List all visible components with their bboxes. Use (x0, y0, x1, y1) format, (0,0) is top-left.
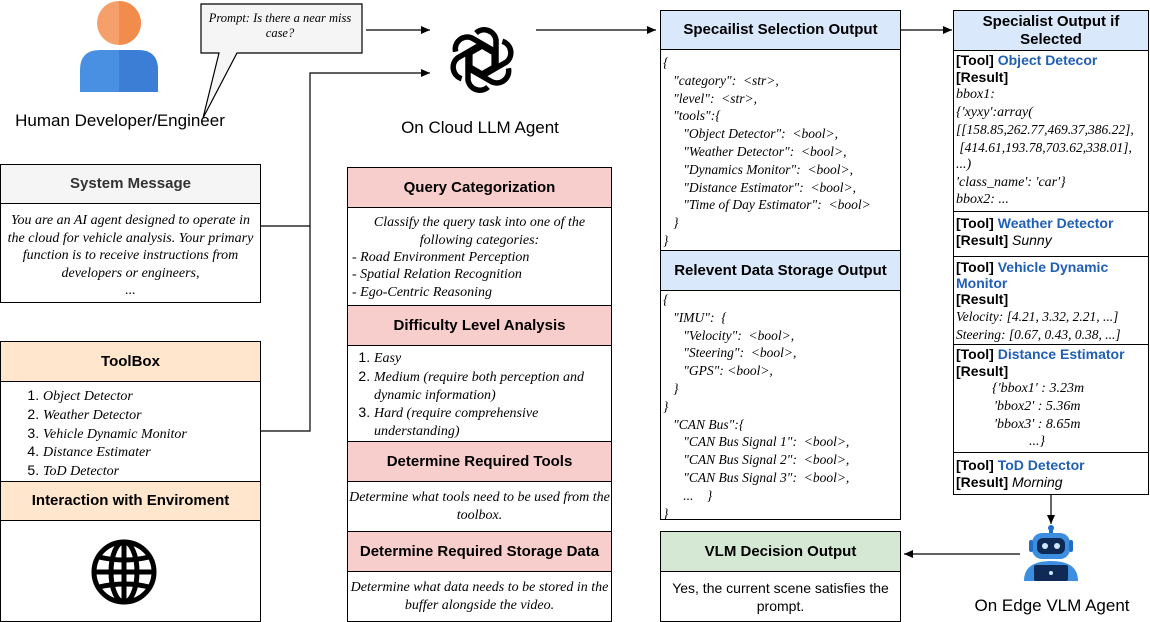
distance-result-line: 'bbox2' : 5.36m (994, 398, 1081, 414)
query-categorization-title: Query Categorization (347, 167, 612, 208)
tool-tag: [Tool] (956, 346, 994, 362)
toolbox-box: ToolBox Object Detector Weather Detector… (0, 341, 261, 482)
vehicle-dynamic-section: [Tool] Vehicle Dynamic Monitor [Result] … (954, 256, 1148, 344)
system-message-title: System Message (0, 164, 261, 204)
system-message-box: System Message You are an AI agent desig… (0, 164, 261, 303)
vlm-decision-box: VLM Decision Output Yes, the current sce… (660, 531, 901, 622)
toolbox-item: ToD Detector (43, 462, 259, 481)
object-result-line: [414.61,193.78,703.62,338.01], (956, 139, 1132, 155)
tool-tag: [Tool] (956, 259, 994, 275)
toolbox-list: Object Detector Weather Detector Vehicle… (1, 387, 259, 481)
specialist-selection-json: { "category": <str>, "level": <str>, "to… (663, 55, 871, 248)
distance-estimator-section: [Tool] Distance Estimator [Result] {'bbo… (954, 344, 1148, 452)
required-tools-title: Determine Required Tools (347, 441, 612, 482)
line-toolbox-to-llm (261, 226, 311, 432)
object-result-line: bbox1: (956, 87, 995, 102)
required-tools-body: Determine what tools need to be used fro… (349, 490, 610, 523)
toolbox-title: ToolBox (0, 341, 261, 382)
object-result-line: bbox2: ... (956, 192, 1009, 207)
toolbox-item: Weather Detector (43, 406, 259, 425)
result-tag: [Result] (956, 474, 1009, 490)
distance-result-line: {'bbox1' : 3.23m (992, 381, 1085, 396)
distance-estimator-name: Distance Estimator (997, 346, 1125, 362)
system-message-body: You are an AI agent designed to operate … (7, 213, 254, 298)
interaction-title: Interaction with Enviroment (0, 481, 261, 521)
toolbox-item: Vehicle Dynamic Monitor (43, 425, 259, 444)
distance-result-line: 'bbox3' : 8.65m (994, 416, 1081, 432)
human-developer-icon (78, 0, 160, 95)
difficulty-title: Difficulty Level Analysis (347, 305, 612, 346)
required-storage-body: Determine what data needs to be stored i… (350, 580, 609, 613)
difficulty-box: Difficulty Level Analysis Easy Medium (r… (347, 305, 612, 442)
specialist-selection-box: Specailist Selection Output { "category"… (660, 10, 901, 251)
data-storage-box: Relevent Data Storage Output { "IMU": { … (660, 250, 901, 521)
prompt-bubble: Prompt: Is there a near miss case? (197, 3, 367, 121)
query-category-item: - Ego-Centric Reasoning (352, 285, 492, 300)
weather-detector-section: [Tool] Weather Detector [Result] Sunny (954, 211, 1148, 256)
tod-detector-section: [Tool] ToD Detector [Result] Morning (954, 452, 1148, 494)
required-storage-title: Determine Required Storage Data (347, 531, 612, 572)
globe-icon (90, 538, 158, 606)
vehicle-result-line: Velocity: [4.21, 3.32, 2.21, ...] (956, 309, 1119, 324)
specialist-output-box: Specialist Output if Selected [Tool] Obj… (953, 10, 1149, 495)
prompt-text: Prompt: Is there a near miss case? (208, 11, 352, 40)
human-caption: Human Developer/Engineer (15, 111, 225, 130)
toolbox-item: Distance Estimater (43, 443, 259, 462)
specialist-selection-title: Specailist Selection Output (660, 10, 901, 50)
result-tag: [Result] (956, 291, 1009, 307)
query-category-item: - Road Environment Perception (352, 250, 530, 265)
vlm-decision-body: Yes, the current scene satisfies the pro… (672, 580, 889, 614)
interaction-box: Interaction with Enviroment (0, 481, 261, 622)
query-categorization-box: Query Categorization Classify the query … (347, 167, 612, 306)
result-tag: [Result] (956, 363, 1009, 379)
difficulty-list: Easy Medium (require both perception and… (348, 349, 603, 441)
tod-detector-name: ToD Detector (997, 457, 1085, 473)
line-system-to-llm (261, 69, 430, 227)
required-tools-box: Determine Required Tools Determine what … (347, 441, 612, 532)
tool-tag: [Tool] (956, 52, 994, 68)
difficulty-item: Easy (374, 349, 603, 368)
query-category-item: - Spatial Relation Recognition (352, 267, 522, 282)
result-tag: [Result] (956, 232, 1009, 248)
result-tag: [Result] (956, 69, 1009, 85)
toolbox-item: Object Detector (43, 387, 259, 406)
specialist-output-title: Specialist Output if Selected (953, 10, 1149, 51)
difficulty-item: Medium (require both perception and dyna… (374, 368, 603, 405)
tool-tag: [Tool] (956, 457, 994, 473)
distance-result-line: ...} (1029, 434, 1046, 450)
object-detector-name: Object Detecor (997, 52, 1098, 68)
object-detector-section: [Tool] Object Detecor [Result] bbox1: {'… (954, 51, 1148, 211)
data-storage-json: { "IMU": { "Velocity": <bool>, "Steering… (663, 292, 850, 521)
object-result-line: [[158.85,262.77,469.37,386.22], (956, 122, 1134, 137)
required-storage-box: Determine Required Storage Data Determin… (347, 531, 612, 622)
robot-icon (1020, 525, 1082, 583)
vehicle-result-line: Steering: [0.67, 0.43, 0.38, ...] (956, 326, 1121, 342)
object-result-line: ...) (956, 157, 972, 172)
object-result-line: 'class_name': 'car'} (956, 174, 1066, 190)
cloud-agent-caption: On Cloud LLM Agent (401, 118, 559, 137)
vehicle-dynamic-name: Vehicle Dynamic Monitor (956, 259, 1109, 291)
query-categorization-intro: Classify the query task into one of the … (373, 215, 586, 248)
data-storage-title: Relevent Data Storage Output (660, 250, 901, 291)
tod-result: Morning (1012, 474, 1063, 490)
difficulty-item: Hard (require comprehensive understandin… (374, 404, 603, 441)
weather-result: Sunny (1012, 232, 1052, 248)
vlm-decision-title: VLM Decision Output (660, 531, 901, 572)
object-result-line: {'xyxy':array( (956, 104, 1033, 120)
weather-detector-name: Weather Detector (997, 215, 1114, 231)
tool-tag: [Tool] (956, 215, 994, 231)
openai-logo-icon (446, 24, 518, 96)
edge-agent-caption: On Edge VLM Agent (974, 596, 1130, 615)
